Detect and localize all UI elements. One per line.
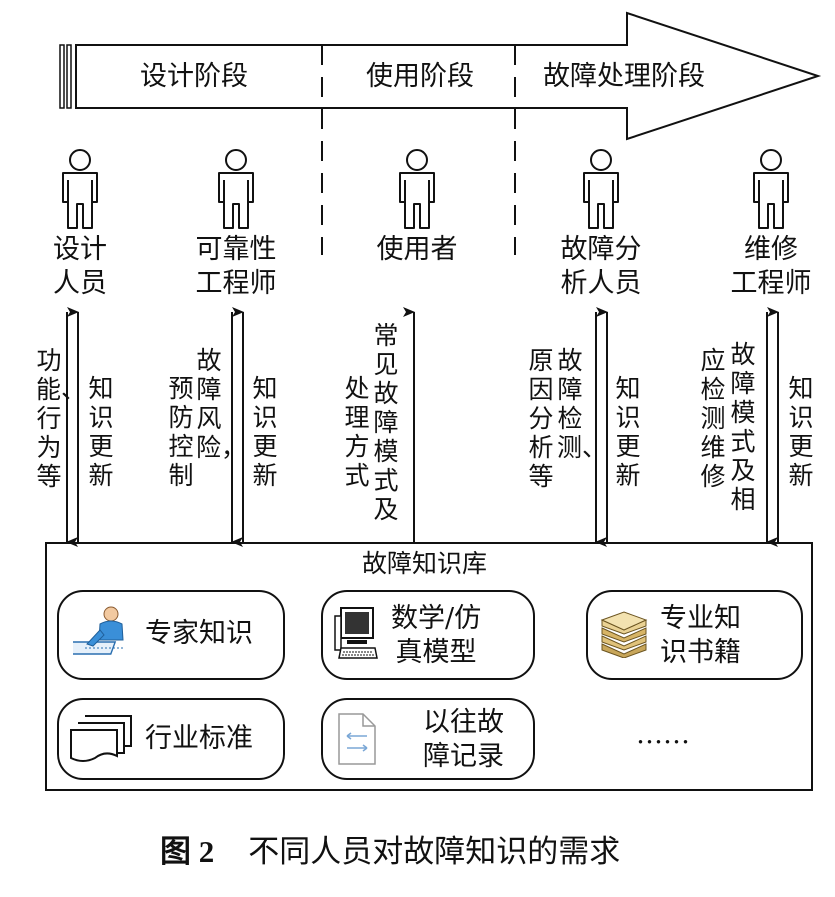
- flow-label-reliability-down-b: 预防控制: [168, 374, 194, 490]
- person-icon-user: [399, 149, 435, 229]
- knowledge-base-title: 故障知识库: [362, 549, 488, 578]
- expert-icon: [73, 606, 125, 655]
- role-maintenance-engineer: 维修工程师: [730, 234, 812, 299]
- flow-label-reliability-up: 知识更新: [252, 374, 278, 490]
- person-icon-failure-analyst: [583, 149, 619, 229]
- flow-label-maint-down-a: 故障模式及相: [730, 340, 756, 514]
- flow-label-analyst-down-b: 原因分析等: [528, 346, 554, 491]
- documents-icon: [70, 715, 132, 762]
- record-file-icon: [338, 713, 376, 765]
- kb-item-math-model: 数学/仿 真模型: [321, 590, 535, 680]
- flow-label-designer-down: 功能、行为等: [36, 346, 87, 491]
- kb-item-expert-knowledge: 专家知识: [57, 590, 285, 680]
- timeline-arrow: [59, 11, 822, 141]
- stage-label-fault-handling: 故障处理阶段: [543, 61, 705, 92]
- flow-label-reliability-down-a: 故障风险，: [196, 346, 247, 462]
- person-icon-designer: [62, 149, 98, 229]
- role-reliability-engineer: 可靠性工程师: [195, 234, 277, 299]
- figure-caption-text: 不同人员对故障知识的需求: [248, 834, 621, 870]
- kb-item-books-label: 专业知 识书籍: [660, 603, 741, 668]
- flow-label-user-up-a: 常见故障模式及: [373, 321, 399, 524]
- kb-item-professional-books: 专业知 识书籍: [586, 590, 803, 680]
- kb-item-expert-label: 专家知识: [145, 618, 253, 649]
- computer-icon: [334, 607, 378, 659]
- flow-label-analyst-down-a: 故障检测、: [557, 346, 608, 462]
- flow-label-user-up-b: 处理方式: [344, 374, 370, 490]
- flow-label-designer-up: 知识更新: [88, 374, 114, 490]
- kb-more-ellipsis: ……: [636, 719, 690, 750]
- role-user: 使用者: [376, 234, 458, 265]
- stage-label-use: 使用阶段: [366, 61, 474, 92]
- kb-item-past-fault-records: 以往故 障记录: [321, 698, 535, 780]
- kb-item-industry-standards: 行业标准: [57, 698, 285, 780]
- books-icon: [600, 611, 648, 658]
- figure-number: 图 2: [160, 834, 215, 869]
- role-designer: 设计人员: [53, 234, 107, 299]
- flow-label-analyst-up: 知识更新: [615, 374, 641, 490]
- flow-label-maint-up: 知识更新: [788, 374, 814, 490]
- knowledge-base-panel: [45, 542, 813, 791]
- role-failure-analyst: 故障分析人员: [560, 234, 642, 299]
- kb-item-standards-label: 行业标准: [145, 723, 253, 754]
- kb-item-records-label: 以往故 障记录: [423, 707, 504, 772]
- figure-caption: 图 2 不同人员对故障知识的需求: [160, 836, 620, 868]
- person-icon-maintenance-engineer: [753, 149, 789, 229]
- flow-label-maint-down-b: 应检测维修: [700, 346, 726, 491]
- stage-label-design: 设计阶段: [140, 61, 248, 92]
- kb-item-math-model-label: 数学/仿 真模型: [391, 603, 482, 668]
- person-icon-reliability-engineer: [218, 149, 254, 229]
